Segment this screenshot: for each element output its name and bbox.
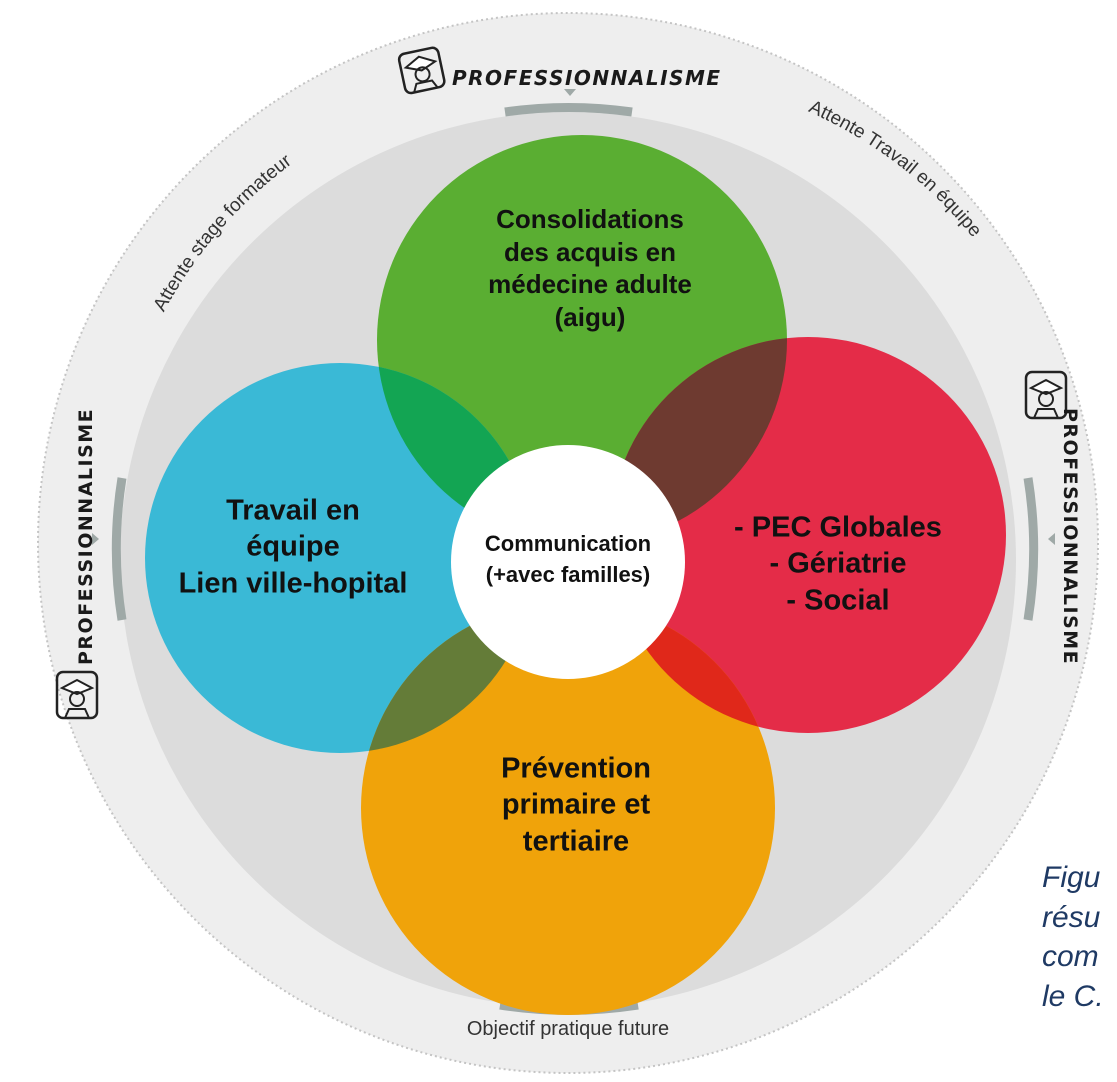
pointer-right (1048, 533, 1055, 545)
professionalism-label-right: PROFESSIONNALISME (1059, 408, 1081, 665)
professionalism-label-left: PROFESSIONNALISME (75, 408, 97, 665)
professionalism-tag-top: PROFESSIONNALISME (397, 46, 722, 95)
circle-center (451, 445, 685, 679)
caption-line: le C. (1042, 979, 1104, 1013)
student-icon (397, 46, 446, 95)
caption-line: résu (1042, 900, 1101, 934)
student-icon (55, 670, 99, 720)
overlap-bottom-left (361, 601, 535, 753)
accent-bar-right (1023, 477, 1039, 621)
overlap-top-left (377, 363, 535, 545)
objective-label: Objectif pratique future (467, 1018, 669, 1040)
professionalism-label-top: PROFESSIONNALISME (452, 66, 722, 90)
caption-line: com (1042, 940, 1099, 974)
caption-line: Figu (1042, 861, 1101, 894)
pointer-top (564, 89, 576, 96)
accent-bar-left (111, 477, 127, 621)
figure-caption: Figu résu com le C. (1042, 858, 1104, 1016)
overlap-top-right (610, 337, 787, 545)
professionalism-tag-left: PROFESSIONNALISME (55, 408, 99, 720)
professionalism-tag-right: PROFESSIONNALISME (1024, 370, 1081, 665)
accent-bar-top (504, 102, 633, 117)
student-icon (1024, 370, 1068, 420)
pointer-left (92, 533, 99, 545)
